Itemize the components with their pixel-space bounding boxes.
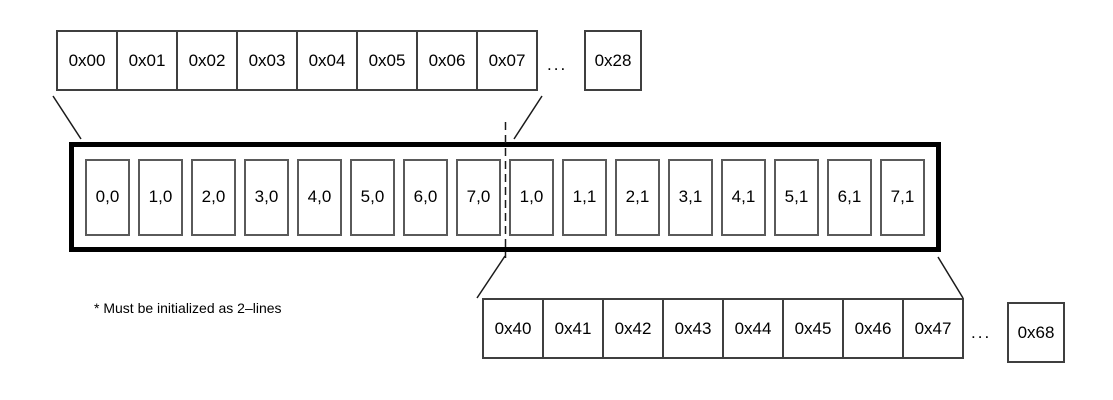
buffer-cell: 2,1 [615, 158, 660, 236]
address-cell: 0x42 [602, 298, 664, 359]
buffer-cell: 3,1 [668, 158, 713, 236]
buffer-cell: 1,0 [138, 158, 183, 236]
address-cell: 0x06 [416, 30, 478, 91]
buffer-cell: 1,1 [562, 158, 607, 236]
buffer-cell: 7,1 [880, 158, 925, 236]
connector-top-left [52, 95, 82, 140]
connector-top-right [513, 95, 543, 140]
bottom-row-last-address-cell: 0x68 [1007, 302, 1065, 363]
top-row-ellipsis: ... [547, 55, 568, 74]
buffer-cell: 4,1 [721, 158, 766, 236]
buffer-cell: 5,1 [774, 158, 819, 236]
address-cell: 0x01 [116, 30, 178, 91]
buffer-cell: 7,0 [456, 158, 501, 236]
connector-bottom-right [937, 256, 964, 299]
address-cell: 0x46 [842, 298, 904, 359]
buffer-cell: 6,1 [827, 158, 872, 236]
address-cell: 0x02 [176, 30, 238, 91]
buffer-cell: 4,0 [297, 158, 342, 236]
address-cell: 0x04 [296, 30, 358, 91]
footnote: * Must be initialized as 2–lines [94, 300, 282, 316]
address-cell: 0x05 [356, 30, 418, 91]
address-cell: 0x44 [722, 298, 784, 359]
address-cell: 0x00 [56, 30, 118, 91]
top-row-last-address-cell: 0x28 [584, 30, 642, 91]
address-cell: 0x03 [236, 30, 298, 91]
buffer-cell: 0,0 [85, 158, 130, 236]
connector-bottom-left [476, 255, 506, 299]
address-cell: 0x47 [902, 298, 964, 359]
address-cell: 0x41 [542, 298, 604, 359]
address-cell: 0x43 [662, 298, 724, 359]
address-cell: 0x45 [782, 298, 844, 359]
buffer-cell: 3,0 [244, 158, 289, 236]
bottom-row-ellipsis: ... [971, 323, 992, 342]
buffer-cell: 6,0 [403, 158, 448, 236]
buffer-cell: 2,0 [191, 158, 236, 236]
buffer-cell: 1,0 [509, 158, 554, 236]
buffer-cell: 5,0 [350, 158, 395, 236]
address-cell: 0x07 [476, 30, 538, 91]
address-cell: 0x40 [482, 298, 544, 359]
